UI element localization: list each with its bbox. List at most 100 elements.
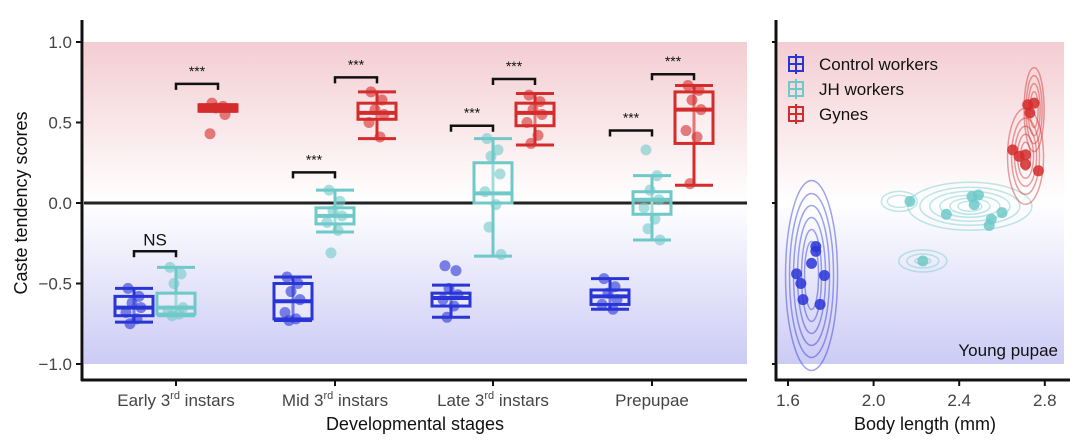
gynes-point	[1020, 149, 1032, 161]
data-point	[494, 168, 506, 180]
data-point	[649, 213, 661, 225]
legend-label: Gynes	[819, 105, 868, 124]
gynes-box-0	[197, 97, 239, 140]
iqr-box	[472, 161, 514, 205]
significance-label: ***	[189, 63, 206, 79]
density-contour	[803, 240, 820, 311]
x-tick-label: 2.4	[947, 391, 971, 410]
score-background	[778, 42, 1064, 364]
data-point	[691, 131, 703, 143]
data-point	[439, 260, 451, 272]
control-point	[797, 294, 809, 306]
data-point	[534, 96, 546, 108]
control-box-2	[430, 260, 472, 323]
jh-point	[983, 220, 995, 232]
data-point	[609, 281, 621, 293]
significance-bracket	[132, 250, 178, 258]
data-point	[536, 108, 548, 120]
data-point	[321, 216, 333, 228]
data-point	[481, 133, 493, 145]
data-point	[175, 268, 187, 280]
data-point	[532, 129, 544, 141]
legend-item-jh: JH workers	[788, 79, 904, 99]
data-point	[122, 282, 134, 294]
density-contour	[906, 253, 940, 269]
gynes-point	[1032, 165, 1044, 177]
data-point	[369, 104, 381, 116]
data-point	[682, 79, 694, 91]
jh-point	[940, 208, 952, 220]
significance-bracket	[650, 72, 696, 81]
data-point	[168, 278, 180, 289]
x-axis-title: Body length (mm)	[854, 414, 996, 434]
control-point	[814, 298, 826, 310]
data-point	[602, 287, 614, 299]
data-point	[441, 311, 453, 323]
data-point	[376, 94, 388, 106]
data-point	[642, 223, 654, 235]
data-point	[166, 310, 178, 322]
data-point	[495, 249, 507, 261]
gynes-point	[1024, 107, 1036, 119]
jh-point	[904, 195, 916, 207]
data-point	[124, 318, 136, 330]
data-point	[204, 128, 216, 140]
significance-bracket	[449, 124, 495, 132]
data-point	[640, 144, 652, 156]
data-point	[492, 144, 504, 156]
data-point	[437, 294, 449, 306]
jh-box-3	[631, 144, 673, 246]
significance-label: ***	[464, 105, 481, 121]
data-point	[378, 108, 390, 120]
jh-point	[996, 207, 1008, 219]
data-point	[651, 170, 663, 182]
y-tick-label: −1.0	[38, 355, 72, 374]
y-axis-title: Caste tendency scores	[11, 111, 31, 294]
significance-bracket	[608, 129, 654, 137]
data-point	[448, 300, 460, 312]
data-point	[133, 290, 145, 302]
data-point	[450, 265, 462, 277]
data-point	[521, 117, 533, 128]
data-point	[695, 104, 707, 116]
jh-point	[968, 199, 980, 211]
data-point	[686, 94, 698, 106]
significance-bracket	[291, 171, 337, 179]
data-point	[596, 298, 608, 310]
data-point	[285, 286, 297, 298]
x-tick-label: 2.8	[1033, 391, 1057, 410]
data-point	[443, 282, 455, 294]
control-point	[795, 278, 807, 289]
data-point	[365, 86, 377, 98]
significance-label: ***	[665, 53, 682, 69]
data-point	[323, 184, 335, 196]
data-point	[654, 234, 666, 246]
density-contour	[1023, 66, 1045, 153]
data-point	[325, 247, 337, 259]
y-tick-label: 0.0	[48, 194, 72, 213]
data-point	[607, 303, 619, 315]
gynes-box-1	[356, 86, 398, 143]
gynes-box-2	[514, 89, 556, 149]
data-point	[483, 221, 495, 233]
control-box-0	[113, 282, 155, 330]
significance-label: ***	[348, 56, 365, 72]
data-point	[327, 205, 339, 217]
data-point	[281, 271, 293, 283]
data-point	[598, 273, 610, 285]
density-contour	[880, 190, 919, 213]
data-point	[638, 202, 650, 214]
data-point	[374, 131, 386, 143]
data-point	[363, 117, 375, 128]
data-point	[334, 195, 346, 207]
data-point	[452, 289, 464, 301]
data-point	[644, 184, 656, 196]
control-point	[810, 245, 822, 257]
data-point	[219, 108, 231, 120]
density-contour	[929, 190, 1011, 222]
data-point	[336, 210, 348, 222]
data-point	[611, 294, 623, 306]
significance-label: ***	[623, 110, 640, 126]
